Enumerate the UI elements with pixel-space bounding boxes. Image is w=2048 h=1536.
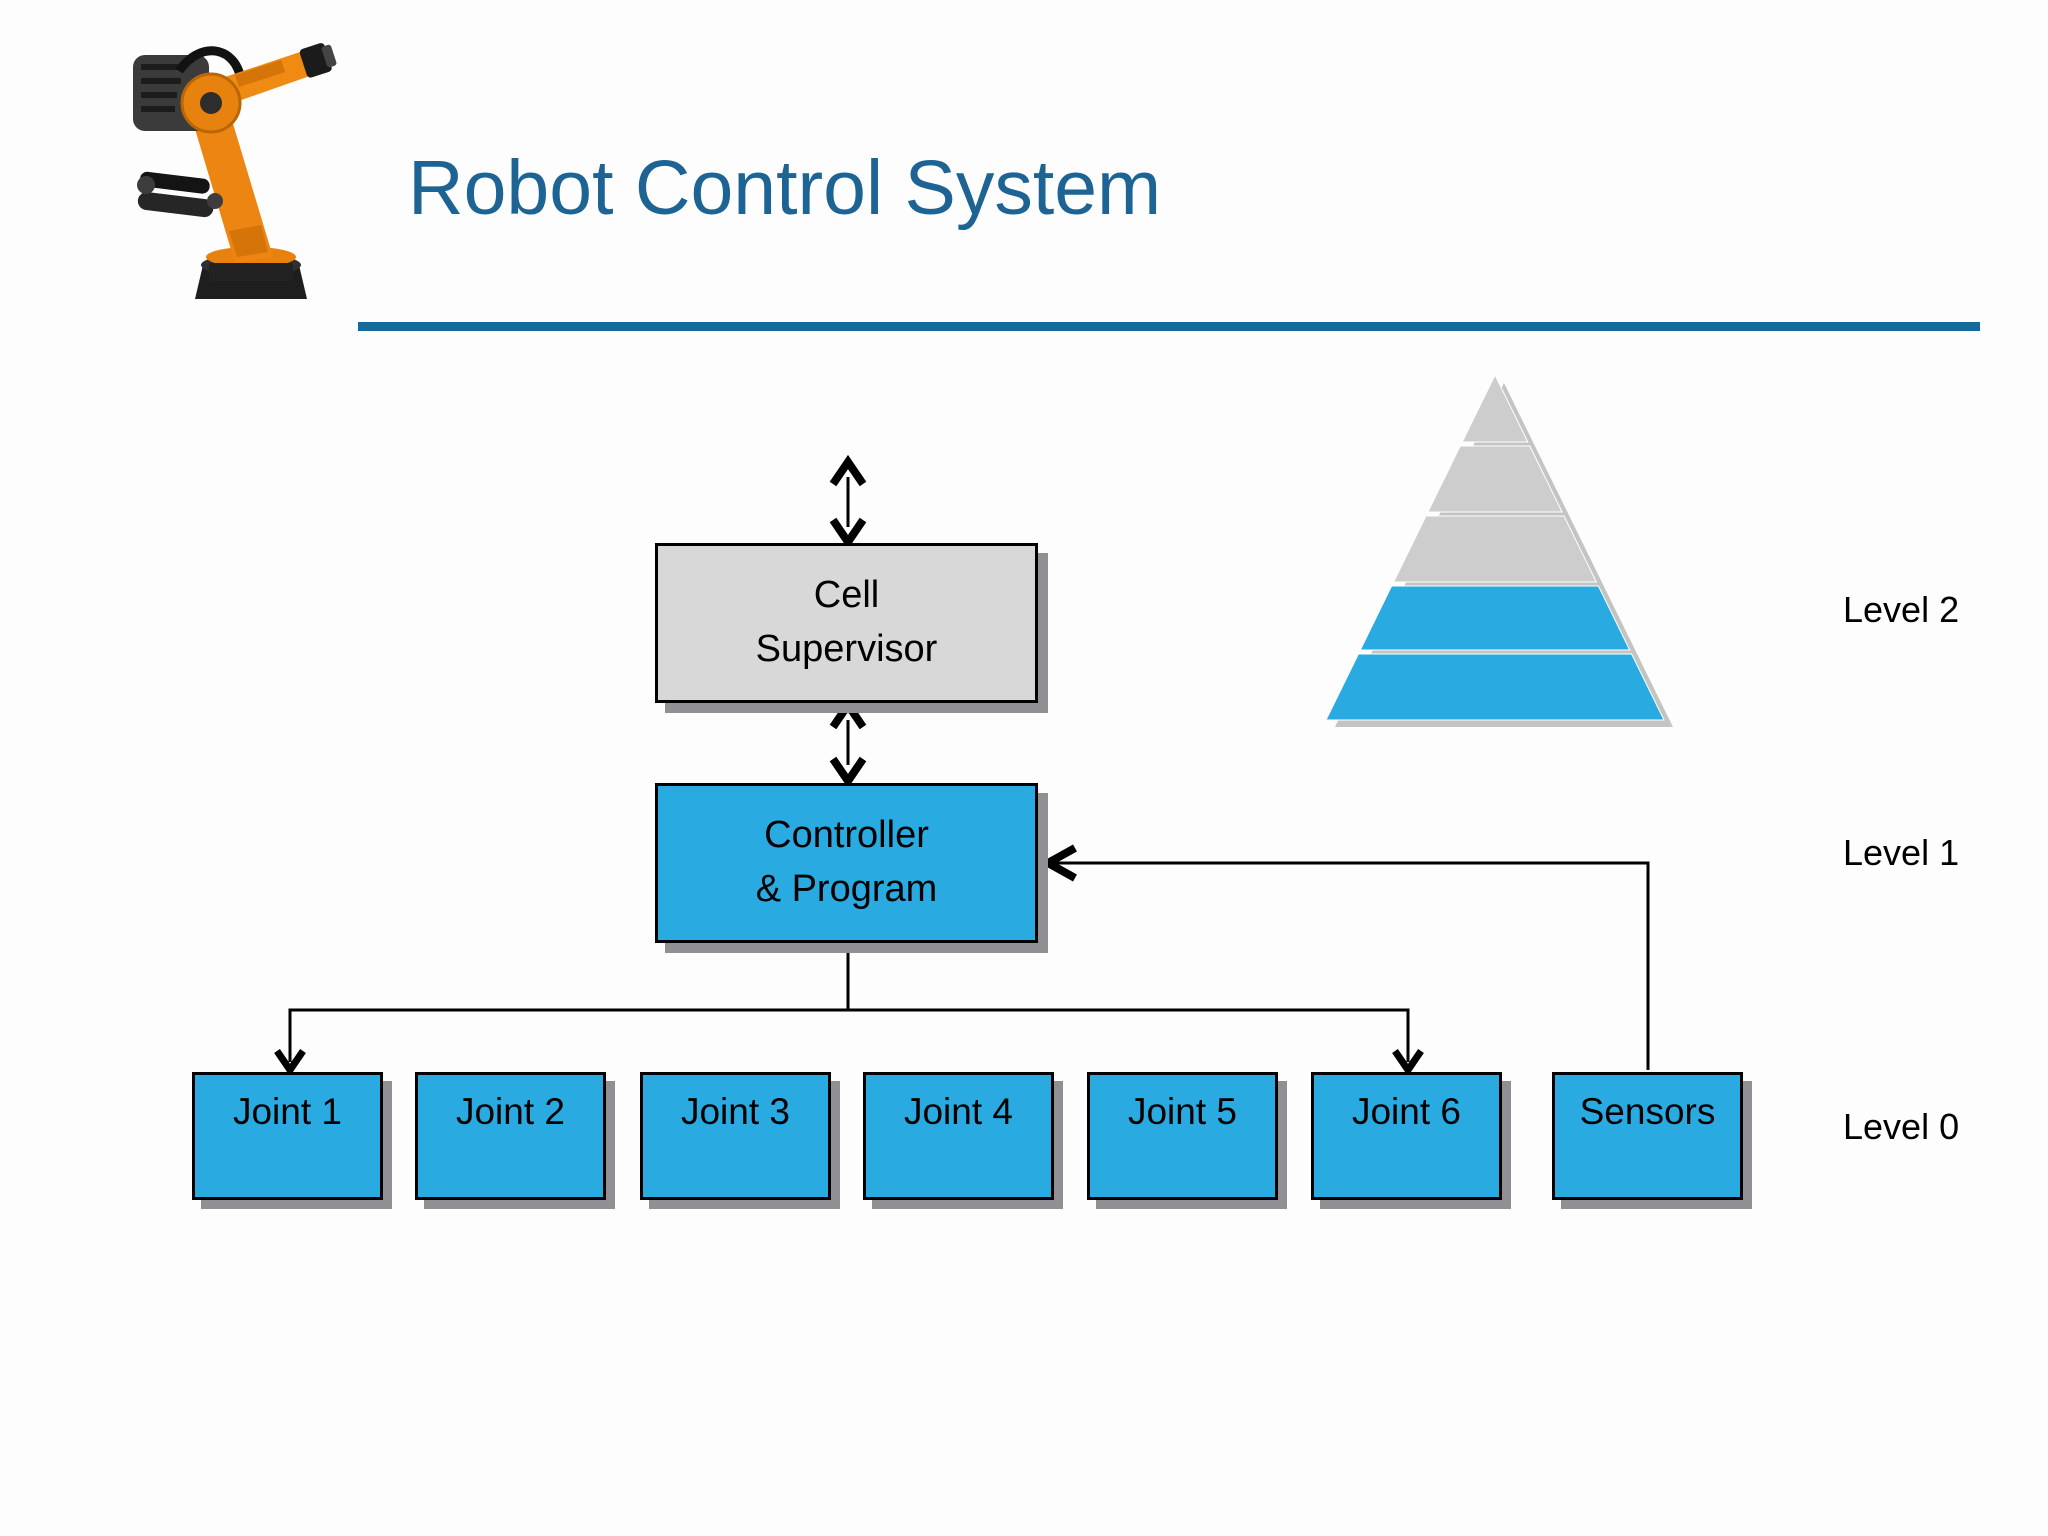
cell-supervisor-label-line1: Cell: [813, 574, 880, 617]
robot-wrist: [299, 43, 337, 78]
pyramid-band-5: [1325, 653, 1665, 721]
joint-1-box: Joint 1: [192, 1072, 383, 1200]
pyramid-band-3: [1392, 515, 1598, 583]
controller-label-line1: Controller: [764, 814, 929, 857]
joint-5-box: Joint 5: [1087, 1072, 1278, 1200]
pyramid-band-2: [1427, 445, 1563, 513]
robot-cable: [175, 46, 246, 82]
arrow-sensors-controller: [1039, 844, 1650, 1070]
cell-supervisor-label-line2: Supervisor: [755, 628, 938, 670]
controller-program-box: Controller & Program: [655, 783, 1038, 943]
levels-pyramid: [1325, 373, 1665, 721]
robot-balancer: [137, 171, 223, 218]
joint-3-box: Joint 3: [640, 1072, 831, 1200]
arrow-cell-supervisor-controller: [829, 697, 867, 789]
arrow-controller-joints: [274, 945, 1424, 1077]
pyramid-band-1: [1461, 373, 1529, 443]
joint-4-box: Joint 4: [863, 1072, 1054, 1200]
level-0-label: Level 0: [1843, 1106, 1960, 1147]
pyramid-band-4: [1359, 585, 1631, 651]
arrow-external-cell-supervisor: [829, 454, 867, 550]
level-1-label: Level 1: [1843, 832, 1960, 873]
robot-arm-image: [133, 43, 337, 299]
page-title: Robot Control System: [408, 145, 1162, 231]
sensors-box: Sensors: [1552, 1072, 1743, 1200]
joint-2-box: Joint 2: [415, 1072, 606, 1200]
joint-6-box: Joint 6: [1311, 1072, 1502, 1200]
cell-supervisor-box: Cell Supervisor: [655, 543, 1038, 703]
controller-label-line2: & Program: [755, 868, 938, 910]
level-2-label: Level 2: [1843, 589, 1960, 630]
title-underline: [358, 322, 1980, 331]
